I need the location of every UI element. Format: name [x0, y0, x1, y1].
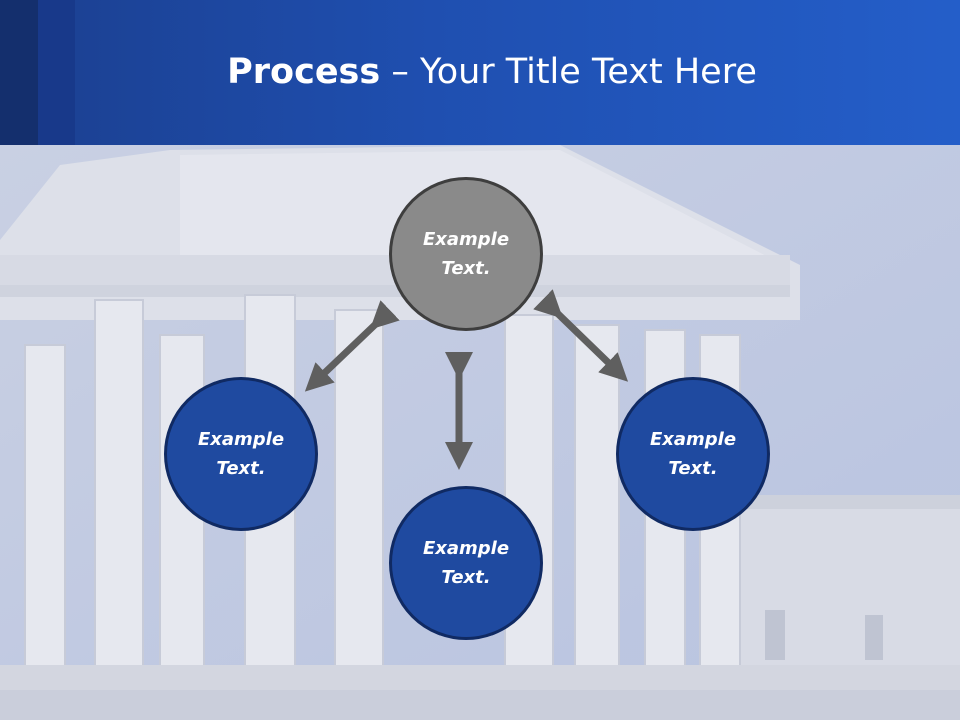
process-node-top: Example Text. [389, 177, 543, 331]
title-rest: – Your Title Text Here [380, 52, 757, 92]
title-bold: Process [227, 52, 381, 92]
accent-stripe [0, 0, 38, 145]
process-node-left: Example Text. [164, 377, 318, 531]
slide-title: Process – Your Title Text Here [0, 52, 960, 92]
process-node-right: Example Text. [616, 377, 770, 531]
double-arrow-left [304, 300, 400, 392]
accent-stripe [38, 0, 75, 145]
double-arrow-right [533, 289, 629, 382]
process-node-bottom: Example Text. [389, 486, 543, 640]
title-bar [0, 0, 960, 145]
